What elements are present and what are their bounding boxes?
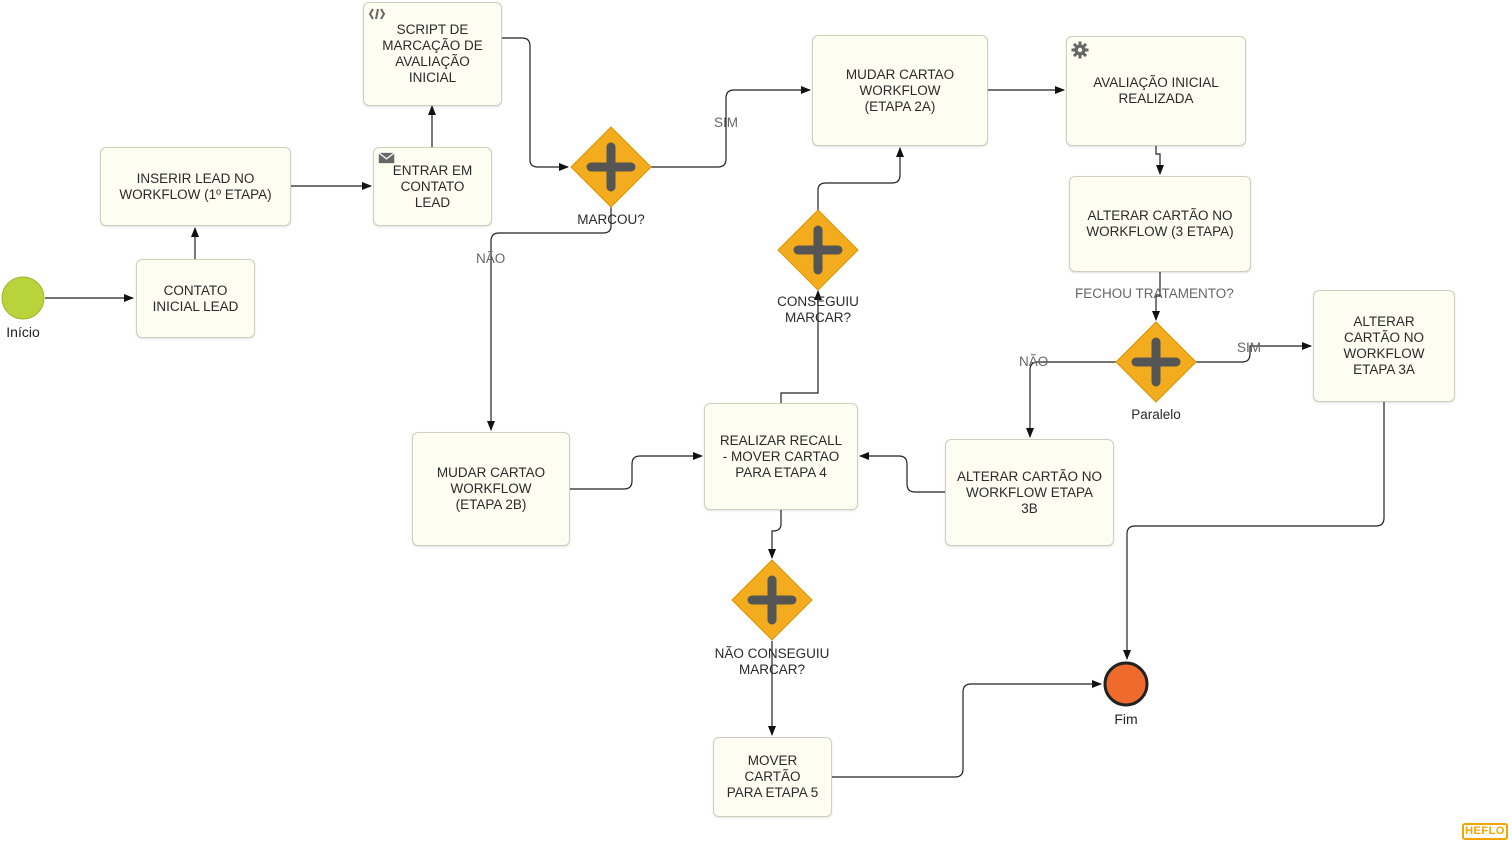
flow-mover5-fim[interactable] — [832, 680, 1102, 778]
gateway-paralelo[interactable] — [1115, 321, 1197, 403]
task-label: ALTERAR CARTÃO NO WORKFLOW ETAPA 3B — [956, 468, 1103, 516]
task-label: MUDAR CARTAO WORKFLOW (ETAPA 2A) — [845, 66, 955, 114]
flow-2b-recall[interactable] — [570, 452, 703, 490]
task-label: ENTRAR EM CONTATO LEAD — [392, 162, 473, 210]
task-mudar-cartao-2b[interactable]: MUDAR CARTAO WORKFLOW (ETAPA 2B) — [412, 432, 570, 546]
gateway-conseguiu[interactable] — [777, 209, 859, 291]
flow-conseguiu-2a[interactable] — [817, 147, 904, 210]
task-avaliacao-inicial-realizada[interactable]: AVALIAÇÃO INICIAL REALIZADA — [1066, 36, 1246, 146]
task-label: ALTERAR CARTÃO NO WORKFLOW (3 ETAPA) — [1086, 208, 1234, 239]
heflo-logo: HEFLO — [1462, 823, 1508, 840]
flow-paralelo-sim[interactable] — [1196, 342, 1312, 363]
flow-label-nao-paralelo: NÃO — [1019, 354, 1049, 369]
end-event[interactable] — [1103, 661, 1149, 707]
gateway-marcou[interactable] — [570, 126, 652, 208]
task-entrar-contato-lead[interactable]: ENTRAR EM CONTATO LEAD — [373, 147, 492, 226]
task-mover-cartao-5[interactable]: MOVER CARTÃO PARA ETAPA 5 — [713, 737, 832, 817]
task-inserir-lead-workflow[interactable]: INSERIR LEAD NO WORKFLOW (1º ETAPA) — [100, 147, 291, 226]
task-label: SCRIPT DE MARCAÇÃO DE AVALIAÇÃO INICIAL — [382, 22, 483, 85]
flow-label-nao-marcou: NÃO — [476, 251, 506, 266]
task-mudar-cartao-2a[interactable]: MUDAR CARTAO WORKFLOW (ETAPA 2A) — [812, 35, 988, 146]
flow-label-sim-marcou: SIM — [714, 115, 739, 130]
envelope-icon — [378, 152, 395, 164]
flow-3b-recall[interactable] — [859, 452, 945, 493]
gear-icon — [1071, 41, 1089, 59]
task-script-marcacao[interactable]: SCRIPT DE MARCAÇÃO DE AVALIAÇÃO INICIAL — [363, 2, 502, 106]
flow-3a-fim[interactable] — [1123, 402, 1385, 660]
task-label: MOVER CARTÃO PARA ETAPA 5 — [726, 753, 819, 800]
gateway-paralelo-label: Paralelo — [1131, 407, 1181, 422]
flow-avaliacao-alterar3[interactable] — [1155, 146, 1164, 175]
flow-recall-conseguiu[interactable] — [780, 290, 822, 403]
task-label: REALIZAR RECALL - MOVER CARTAO PARA ETAP… — [719, 432, 843, 480]
task-alterar-cartao-3b[interactable]: ALTERAR CARTÃO NO WORKFLOW ETAPA 3B — [945, 439, 1114, 546]
task-contato-inicial-lead[interactable]: CONTATO INICIAL LEAD — [136, 259, 255, 338]
gateway-nao-conseguiu[interactable] — [731, 559, 813, 641]
end-event-label: Fim — [1114, 711, 1138, 727]
task-alterar-cartao-3a[interactable]: ALTERAR CARTÃO NO WORKFLOW ETAPA 3A — [1313, 290, 1455, 402]
gateway-nao-conseguiu-label: NÃO CONSEGUIU MARCAR? — [714, 646, 830, 677]
flow-label-sim-paralelo: SIM — [1237, 340, 1262, 355]
task-alterar-cartao-3-etapa[interactable]: ALTERAR CARTÃO NO WORKFLOW (3 ETAPA) — [1069, 176, 1251, 272]
gateway-conseguiu-label: CONSEGUIU MARCAR? — [777, 294, 859, 325]
start-event-label: Início — [6, 324, 40, 340]
plus-icon — [793, 225, 843, 275]
plus-icon — [747, 575, 797, 625]
sequence-flows — [45, 37, 1385, 778]
flow-recall-naoconseguiu[interactable] — [768, 510, 782, 559]
flow-label-fechou-tratamento: FECHOU TRATAMENTO? — [1075, 286, 1234, 301]
start-event[interactable] — [1, 276, 45, 320]
flow-script-marcou[interactable] — [502, 37, 569, 171]
plus-icon — [586, 142, 636, 192]
task-realizar-recall[interactable]: REALIZAR RECALL - MOVER CARTAO PARA ETAP… — [704, 403, 858, 510]
task-label: AVALIAÇÃO INICIAL REALIZADA — [1093, 75, 1219, 106]
plus-icon — [1131, 337, 1181, 387]
script-icon — [368, 8, 386, 20]
task-label: MUDAR CARTAO WORKFLOW (ETAPA 2B) — [436, 465, 546, 512]
task-label: INSERIR LEAD NO WORKFLOW (1º ETAPA) — [119, 170, 272, 202]
task-label: ALTERAR CARTÃO NO WORKFLOW ETAPA 3A — [1343, 314, 1425, 377]
flow-marcou-sim[interactable] — [651, 86, 811, 168]
task-label: CONTATO INICIAL LEAD — [152, 282, 239, 314]
flow-marcou-nao[interactable] — [487, 207, 612, 431]
flow-paralelo-nao[interactable] — [1026, 361, 1116, 438]
gateway-marcou-label: MARCOU? — [577, 212, 645, 227]
flow-alterar3-paralelo[interactable] — [1152, 272, 1161, 321]
